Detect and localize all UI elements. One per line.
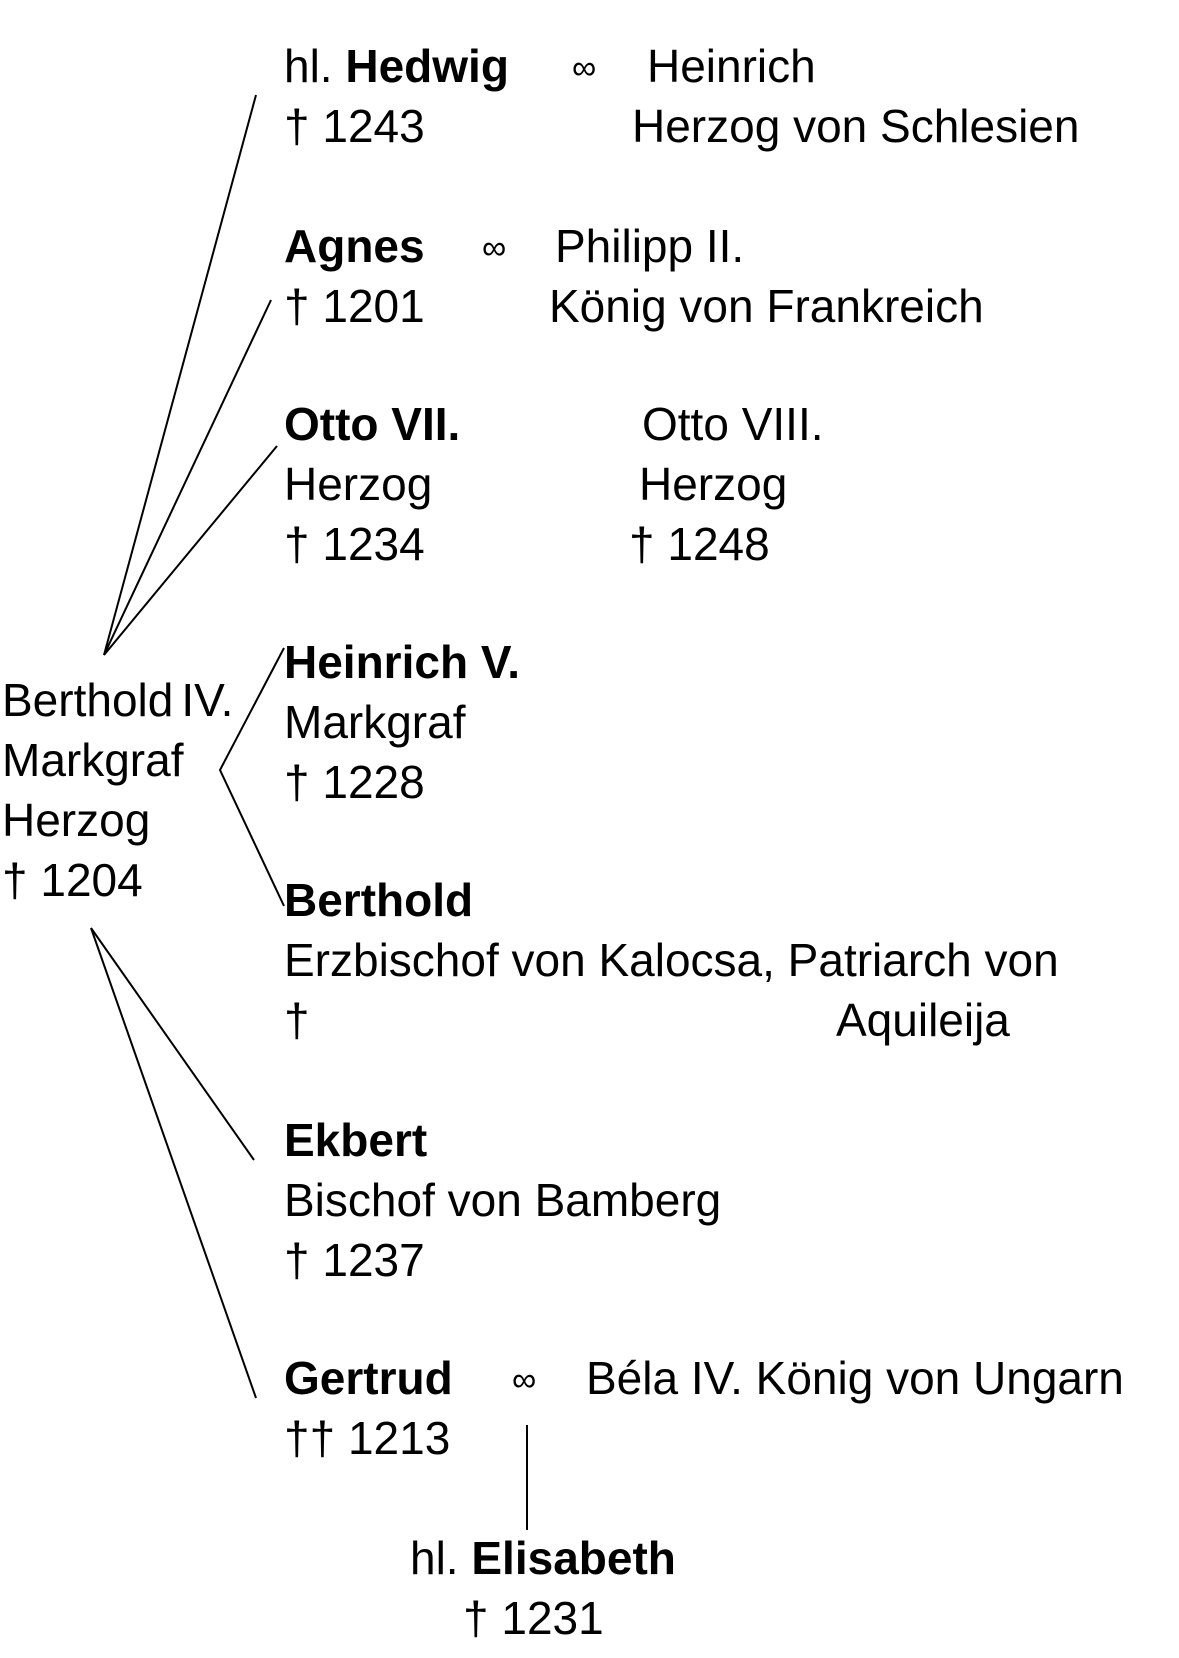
hedwig-first-name: Hedwig [345,40,509,92]
parent-ordinal: IV. [181,674,234,726]
berthold-death: † [284,994,310,1046]
gertrud-marriage-symbol: ∞ [512,1361,537,1399]
otto-name: Otto VII. [284,398,461,450]
gertrud-spouse: Béla IV. König von Ungarn [586,1352,1124,1404]
heinrich-title: Markgraf [284,696,466,748]
agnes-name: Agnes [284,220,425,272]
agnes-marriage-symbol: ∞ [482,229,507,267]
otto-death: † 1234 [284,518,425,570]
berthold-name: Berthold [284,874,474,926]
hedwig-spouse: Heinrich [647,40,816,92]
agnes-death: † 1201 [284,280,425,332]
gertrud-death: †† 1213 [284,1412,451,1464]
ekbert-death: † 1237 [284,1234,425,1286]
bracket-heinrich-berthold [218,647,285,907]
heinrich-death: † 1228 [284,756,425,808]
ekbert-name: Ekbert [284,1114,428,1166]
agnes-spouse-title: König von Frankreich [549,280,984,332]
otto-son-death: † 1248 [629,518,770,570]
agnes-spouse: Philipp II. [555,220,745,272]
line-to-hedwig [103,94,257,656]
line-to-otto [103,445,278,656]
hedwig-spouse-title: Herzog von Schlesien [632,100,1080,152]
parent-title-markgraf: Markgraf [2,734,184,786]
parent-death: † 1204 [2,854,143,906]
line-to-ekbert [90,927,255,1161]
otto-son-name: Otto VIII. [642,398,824,450]
line-to-agnes [103,299,272,656]
line-to-gertrud [90,927,257,1399]
elisabeth-first-name: Elisabeth [471,1532,676,1584]
elisabeth-name: hl. Elisabeth [410,1530,676,1586]
parent-title-herzog: Herzog [2,794,151,846]
ekbert-title: Bischof von Bamberg [284,1174,722,1226]
heinrich-name: Heinrich V. [284,636,521,688]
otto-title: Herzog [284,458,433,510]
parent-first-name: Berthold [2,674,174,726]
berthold-title-continued: Aquileija [836,994,1010,1046]
elisabeth-prefix: hl. [410,1532,459,1584]
hedwig-death: † 1243 [284,100,425,152]
hedwig-prefix: hl. [284,40,333,92]
otto-son-title: Herzog [639,458,788,510]
berthold-title: Erzbischof von Kalocsa, Patriarch von [284,934,1059,986]
elisabeth-death: † 1231 [463,1592,604,1644]
hedwig-marriage-symbol: ∞ [572,49,597,87]
hedwig-name: hl. Hedwig [284,38,509,94]
gertrud-name: Gertrud [284,1352,453,1404]
